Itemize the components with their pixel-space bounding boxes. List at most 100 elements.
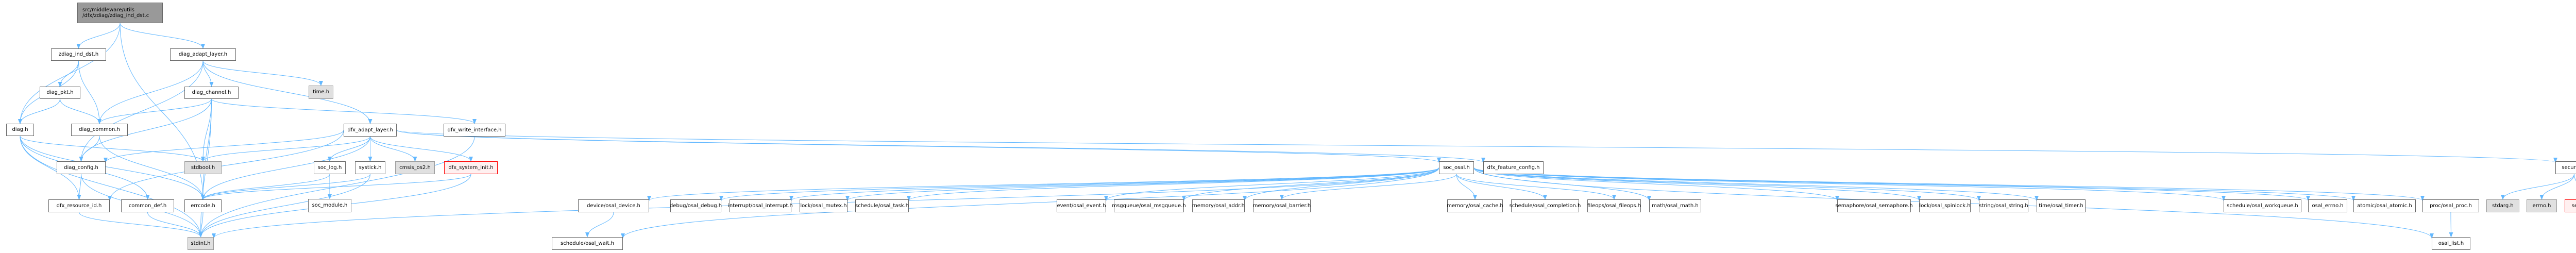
node-errcode-h[interactable]: errcode.h: [184, 199, 222, 212]
edge-diag-pkt-h-to-diag-h: [18, 98, 60, 124]
edge-diag-channel-h-to-dfx-write-interface-h: [211, 98, 477, 124]
node-lock-osal-spinlock-h[interactable]: lock/osal_spinlock.h: [1919, 199, 1971, 212]
node-memory-osal-addr-h[interactable]: memory/osal_addr.h: [1192, 199, 1245, 212]
edge-diag-pkt-h-to-diag-common-h: [60, 98, 101, 124]
edge-dfx-adapt-layer-h-to-soc-log-h: [328, 136, 370, 162]
node-osal-errno-h[interactable]: osal_errno.h: [2308, 199, 2347, 212]
node-interrupt-osal-interrupt-h[interactable]: interrupt/osal_interrupt.h: [728, 199, 793, 212]
edge-soc-osal-h-to-interrupt-osal-interrupt-h: [789, 167, 1439, 201]
edge-diag-adapt-layer-h-to-diag-config-h: [79, 60, 204, 162]
node-semaphore-osal-semaphore-h[interactable]: semaphore/osal_semaphore.h: [1835, 199, 1913, 212]
edge-dfx-adapt-layer-h-to-dfx-system-init-h: [370, 136, 473, 162]
edge-soc-osal-h-to-schedule-osal-workqueue-h: [1473, 167, 2226, 201]
node-schedule-osal-completion-h[interactable]: schedule/osal_completion.h: [1510, 199, 1581, 212]
edge-soc-osal-h-to-schedule-osal-wait-h: [621, 167, 1439, 239]
edge-dfx-adapt-layer-h-to-dfx-resource-id-h: [108, 130, 344, 201]
edge-diag-h-to-errcode-h: [20, 136, 205, 200]
node-common-def-h[interactable]: common_def.h: [121, 199, 174, 212]
edge-soc-osal-h-to-memory-osal-barrier-h: [1280, 174, 1457, 200]
edge-securec-h-to-stdarg-h: [2501, 174, 2574, 200]
edge-diag-common-h-to-diag-config-h: [79, 136, 100, 162]
node-dfx-write-interface-h[interactable]: dfx_write_interface.h: [444, 124, 505, 137]
node-fileops-osal-fileops-h[interactable]: fileops/osal_fileops.h: [1587, 199, 1641, 212]
node-root[interactable]: src/middleware/utils /dfx/zdiag/zdiag_in…: [77, 3, 163, 23]
node-stdarg-h[interactable]: stdarg.h: [2486, 199, 2519, 212]
node-stdbool-h[interactable]: stdbool.h: [184, 161, 222, 174]
edge-dfx-adapt-layer-h-to-soc-osal-h: [396, 130, 1441, 163]
node-zdiag-ind-dst-h[interactable]: zdiag_ind_dst.h: [51, 48, 106, 61]
edge-soc-osal-h-to-schedule-osal-completion-h: [1456, 174, 1547, 200]
node-string-osal-string-h[interactable]: string/osal_string.h: [1979, 199, 2028, 212]
node-diag-h[interactable]: diag.h: [6, 124, 34, 136]
node-device-osal-device-h[interactable]: device/osal_device.h: [578, 199, 649, 212]
node-diag-adapt-layer-h[interactable]: diag_adapt_layer.h: [170, 48, 236, 61]
node-cmsis-os2-h[interactable]: cmsis_os2.h: [395, 161, 435, 174]
edge-soc-osal-h-to-event-osal-event-h: [1104, 167, 1439, 201]
node-memory-osal-cache-h[interactable]: memory/osal_cache.h: [1447, 199, 1503, 212]
edge-dfx-adapt-layer-h-to-securec-h: [396, 130, 2557, 163]
node-securec-h[interactable]: securec.h: [2555, 161, 2576, 174]
node-errno-h[interactable]: errno.h: [2527, 199, 2557, 212]
node-securectype-h[interactable]: securectype.h: [2565, 199, 2576, 212]
edge-dfx-adapt-layer-h-to-cmsis-os2-h: [370, 136, 417, 162]
edge-dfx-adapt-layer-h-to-diag-config-h: [104, 130, 344, 163]
node-diag-pkt-h[interactable]: diag_pkt.h: [40, 87, 80, 99]
node-diag-common-h[interactable]: diag_common.h: [71, 124, 128, 136]
node-diag-channel-h[interactable]: diag_channel.h: [184, 87, 239, 99]
node-soc-log-h[interactable]: soc_log.h: [314, 161, 346, 174]
node-soc-osal-h[interactable]: soc_osal.h: [1439, 161, 1474, 174]
edge-soc-osal-h-to-debug-osal-debug-h: [719, 167, 1439, 201]
edge-zdiag-ind-dst-h-to-diag-common-h: [78, 60, 101, 124]
node-diag-config-h[interactable]: diag_config.h: [57, 161, 106, 174]
edge-securec-h-to-errno-h: [2539, 174, 2574, 200]
edge-soc-osal-h-to-lock-osal-mutex-h: [845, 167, 1439, 201]
edge-soc-osal-h-to-device-osal-device-h: [647, 167, 1439, 201]
node-schedule-osal-wait-h[interactable]: schedule/osal_wait.h: [552, 237, 623, 250]
node-debug-osal-debug-h[interactable]: debug/osal_debug.h: [670, 199, 722, 212]
node-schedule-osal-task-h[interactable]: schedule/osal_task.h: [855, 199, 909, 212]
edge-diag-adapt-layer-h-to-time-h: [202, 60, 323, 86]
edge-diag-h-to-stdbool-h: [20, 136, 205, 162]
edge-diag-h-to-dfx-resource-id-h: [20, 136, 81, 200]
edge-diag-adapt-layer-h-to-diag-channel-h: [202, 60, 214, 87]
node-msgqueue-osal-msgqueue-h[interactable]: msgqueue/osal_msgqueue.h: [1112, 199, 1186, 212]
edge-diag-common-h-to-errcode-h: [99, 136, 205, 200]
edge-dfx-resource-id-h-to-stdint-h: [79, 212, 203, 238]
edge-diag-channel-h-to-errcode-h: [201, 98, 212, 200]
node-dfx-resource-id-h[interactable]: dfx_resource_id.h: [48, 199, 110, 212]
node-lock-osal-mutex-h[interactable]: lock/osal_mutex.h: [800, 199, 848, 212]
edge-soc-osal-h-to-osal-errno-h: [1473, 167, 2310, 201]
edge-systick-h-to-errcode-h: [201, 174, 370, 200]
edge-dfx-adapt-layer-h-to-stdbool-h: [201, 136, 370, 162]
edge-diag-h-to-stdint-h: [20, 136, 203, 238]
edge-soc-osal-h-to-memory-osal-addr-h: [1243, 167, 1439, 201]
node-osal-list-h[interactable]: osal_list.h: [2432, 237, 2470, 250]
node-dfx-adapt-layer-h[interactable]: dfx_adapt_layer.h: [344, 124, 397, 137]
edge-dfx-adapt-layer-h-to-dfx-feature-config-h: [396, 130, 1485, 163]
edge-soc-osal-h-to-msgqueue-osal-msgqueue-h: [1182, 167, 1439, 201]
node-proc-osal-proc-h[interactable]: proc/osal_proc.h: [2422, 199, 2479, 212]
edge-soc-log-h-to-errcode-h: [201, 174, 330, 200]
node-systick-h[interactable]: systick.h: [355, 161, 385, 174]
node-soc-module-h[interactable]: soc_module.h: [308, 199, 351, 212]
edge-soc-osal-h-to-fileops-osal-fileops-h: [1456, 174, 1616, 200]
node-atomic-osal-atomic-h[interactable]: atomic/osal_atomic.h: [2353, 199, 2416, 212]
edge-device-osal-device-h-to-schedule-osal-wait-h: [585, 212, 614, 238]
node-dfx-feature-config-h[interactable]: dfx_feature_config.h: [1483, 161, 1544, 174]
node-time-h[interactable]: time.h: [309, 86, 333, 99]
edge-soc-osal-h-to-schedule-osal-task-h: [907, 167, 1439, 201]
node-dfx-system-init-h[interactable]: dfx_system_init.h: [444, 161, 498, 174]
edge-diag-adapt-layer-h-to-diag-common-h: [97, 60, 204, 124]
node-event-osal-event-h[interactable]: event/osal_event.h: [1057, 199, 1106, 212]
node-schedule-osal-workqueue-h[interactable]: schedule/osal_workqueue.h: [2224, 199, 2301, 212]
node-time-osal-timer-h[interactable]: time/osal_timer.h: [2037, 199, 2086, 212]
edge-root-to-diag-adapt-layer-h: [120, 23, 205, 49]
edge-zdiag-ind-dst-h-to-diag-pkt-h: [58, 60, 79, 87]
edge-diag-config-h-to-dfx-resource-id-h: [77, 174, 81, 200]
edge-securec-h-to-securectype-h: [2574, 174, 2576, 181]
node-memory-osal-barrier-h[interactable]: memory/osal_barrier.h: [1253, 199, 1311, 212]
node-math-osal-math-h[interactable]: math/osal_math.h: [1649, 199, 1701, 212]
edge-dfx-adapt-layer-h-to-errcode-h: [201, 136, 370, 200]
node-stdint-h[interactable]: stdint.h: [188, 237, 214, 250]
edge-soc-osal-h-to-atomic-osal-atomic-h: [1473, 167, 2355, 201]
